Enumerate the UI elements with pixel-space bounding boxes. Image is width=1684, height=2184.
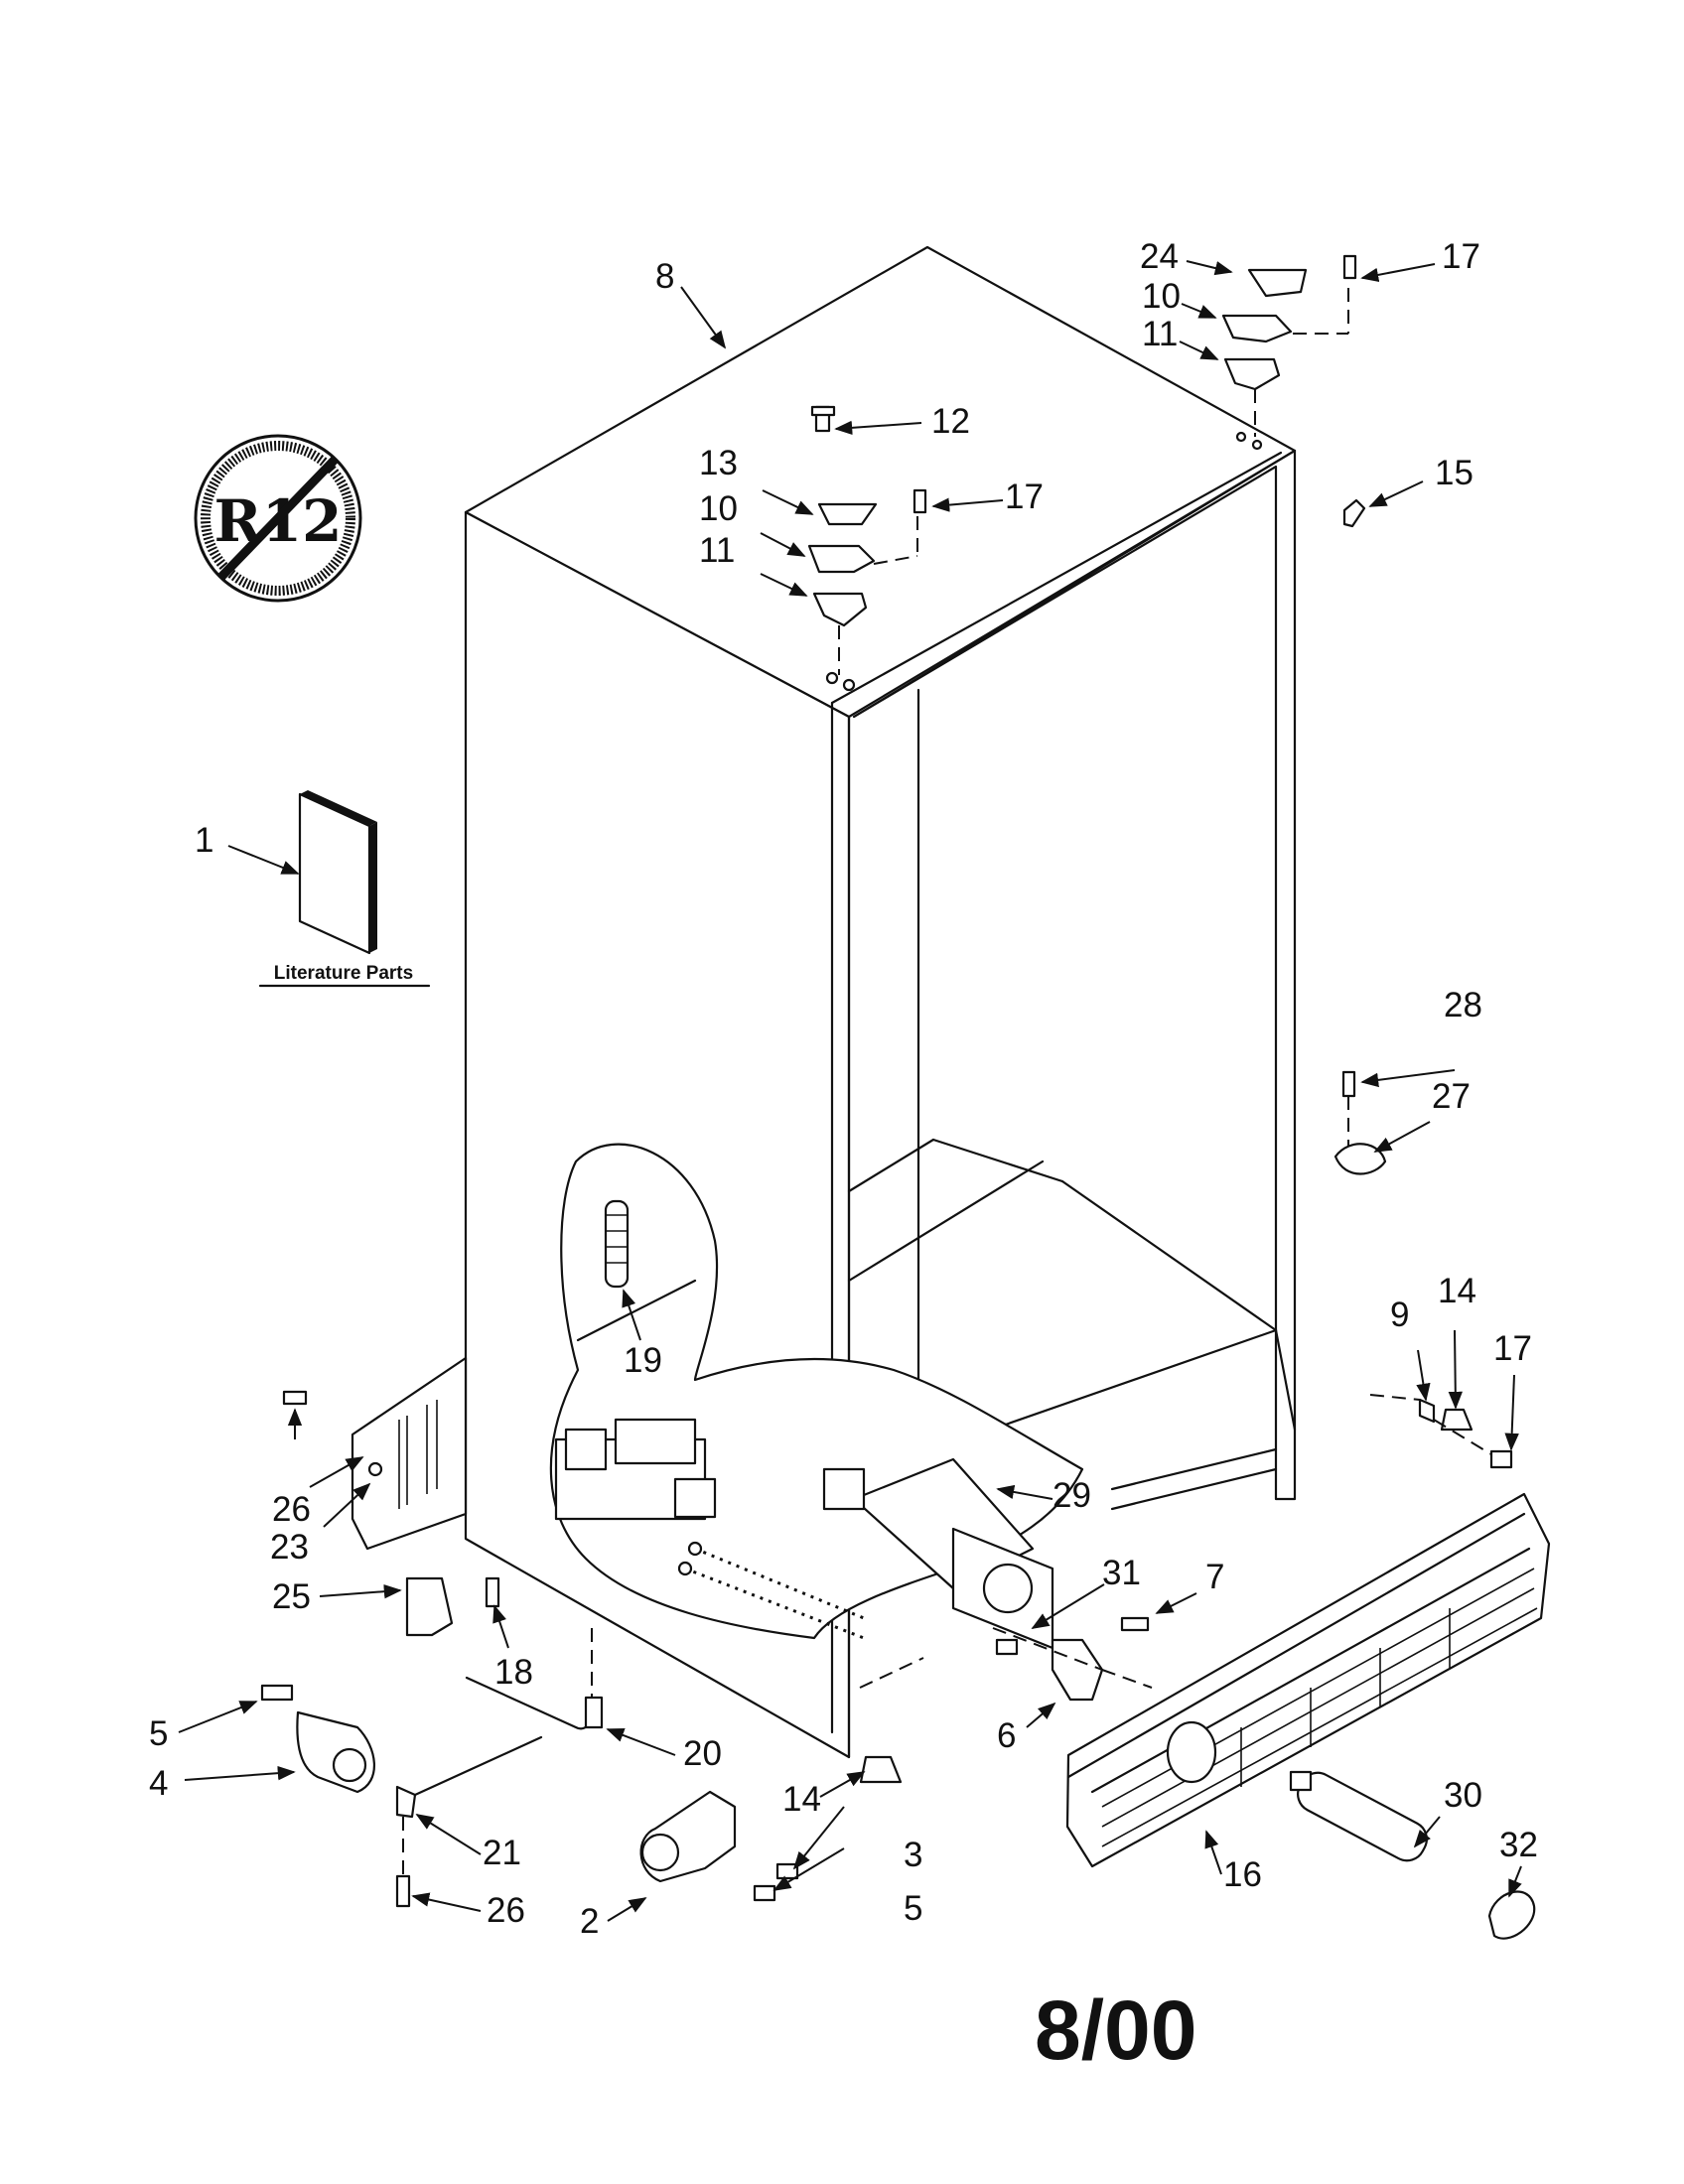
callout-1: 1 (195, 821, 213, 860)
callout-27: 27 (1432, 1077, 1471, 1116)
callout-14-upper: 14 (1438, 1272, 1476, 1310)
clip-part-15 (1342, 498, 1366, 528)
callout-6: 6 (997, 1716, 1016, 1755)
callout-4: 4 (149, 1764, 168, 1803)
callout-16: 16 (1223, 1855, 1262, 1894)
callout-19: 19 (624, 1341, 662, 1380)
bracket-9 (1418, 1398, 1436, 1424)
callout-7: 7 (1205, 1558, 1224, 1596)
callout-24: 24 (1140, 237, 1179, 276)
callout-28: 28 (1444, 986, 1482, 1024)
callout-5-left: 5 (149, 1714, 168, 1753)
grille-16 (1065, 1492, 1551, 1868)
date-code: 8/00 (1035, 1983, 1197, 2077)
screw-31 (995, 1638, 1019, 1656)
callout-14-lower: 14 (782, 1780, 821, 1819)
callout-11-right: 11 (1142, 315, 1178, 353)
callout-17-right: 17 (1493, 1329, 1532, 1368)
callout-26-lower: 26 (487, 1891, 525, 1930)
literature-parts (258, 790, 431, 988)
callout-26-upper: 26 (272, 1490, 311, 1529)
callout-17-top-right: 17 (1442, 237, 1480, 276)
callout-3: 3 (904, 1836, 922, 1874)
screw-18 (485, 1576, 500, 1608)
bracket-27 (1333, 1070, 1387, 1175)
callout-9: 9 (1390, 1296, 1409, 1334)
callout-32: 32 (1499, 1826, 1538, 1864)
screw-17-lower (1489, 1449, 1513, 1469)
no-r12-badge: R12 (194, 434, 362, 603)
callout-31: 31 (1102, 1554, 1141, 1592)
callout-23: 23 (270, 1528, 309, 1567)
roller-assembly-2 (639, 1790, 799, 1902)
clip-part-14-lower (859, 1755, 903, 1784)
callout-8: 8 (655, 257, 674, 296)
screw-26-upper (282, 1390, 308, 1406)
leader-arrows (178, 260, 1522, 1922)
callout-2: 2 (580, 1902, 599, 1941)
callout-21: 21 (483, 1834, 521, 1872)
callout-15: 15 (1435, 454, 1474, 492)
callout-20: 20 (683, 1734, 722, 1773)
bracket-6 (1051, 1638, 1104, 1702)
callout-17-mid: 17 (1005, 478, 1044, 516)
callout-10-right: 10 (1142, 277, 1181, 316)
roller-assembly-4 (260, 1684, 543, 1908)
tube-20-fitting (584, 1696, 604, 1729)
callout-29: 29 (1052, 1476, 1091, 1515)
callout-12: 12 (931, 402, 970, 441)
bracket-25 (405, 1576, 454, 1637)
coil-part-19 (604, 1199, 630, 1289)
callout-11-left: 11 (699, 531, 735, 570)
callout-5-right: 5 (904, 1889, 922, 1928)
upper-right-hinge (1221, 254, 1357, 437)
water-valve-assembly (554, 1418, 865, 1640)
clip-part-14-upper (1440, 1408, 1474, 1432)
filter-30 (1289, 1770, 1428, 1862)
rear-panel-23 (351, 1356, 468, 1551)
callout-labels: 1 2 3 4 5 5 6 7 8 9 10 10 11 11 12 13 14… (149, 237, 1538, 1941)
upper-left-hinge (807, 405, 927, 675)
fill-tube-29 (822, 1457, 1054, 1650)
callout-13: 13 (699, 444, 738, 482)
callout-30: 30 (1444, 1776, 1482, 1815)
callout-25: 25 (272, 1577, 311, 1616)
literature-parts-label: Literature Parts (274, 963, 413, 984)
screw-7 (1120, 1616, 1150, 1632)
cap-32 (1487, 1890, 1536, 1940)
callout-18: 18 (494, 1653, 533, 1692)
callout-10-left: 10 (699, 489, 738, 528)
